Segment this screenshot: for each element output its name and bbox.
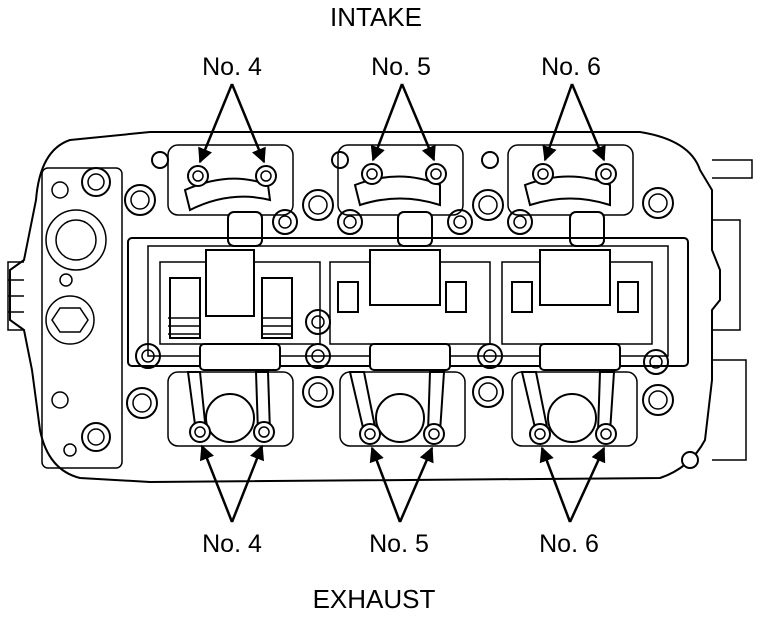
arrow-exhaust-no5-b (398, 446, 434, 523)
arrow-exhaust-no5-a (369, 446, 402, 523)
exhaust-label: EXHAUST (313, 584, 436, 614)
intake-no5-label: No. 5 (371, 53, 431, 81)
exhaust-no6-label: No. 6 (539, 530, 599, 558)
arrow-intake-no5-a (370, 83, 404, 162)
arrow-exhaust-no4-a (199, 444, 234, 523)
arrow-intake-no5-b (400, 83, 436, 162)
exhaust-valve-adjusters (189, 421, 617, 445)
arrow-exhaust-no6-a (539, 446, 572, 523)
intake-label: INTAKE (330, 2, 422, 32)
intake-pointer-arrows (198, 83, 606, 164)
arrow-intake-no4-a (198, 83, 234, 164)
arrow-intake-no6-b (570, 83, 606, 162)
intake-valve-adjusters (187, 163, 617, 187)
intake-no4-label: No. 4 (202, 53, 262, 81)
exhaust-pointer-arrows (199, 444, 606, 523)
exhaust-no5-label: No. 5 (369, 530, 429, 558)
arrow-exhaust-no4-b (230, 444, 265, 523)
intake-no6-label: No. 6 (541, 53, 601, 81)
arrow-intake-no6-a (542, 83, 574, 162)
exhaust-no4-label: No. 4 (202, 530, 262, 558)
intake-rocker-arms (167, 144, 634, 247)
arrow-intake-no4-b (230, 83, 266, 164)
exhaust-rocker-arms (167, 343, 638, 447)
camshaft-area (127, 237, 689, 367)
arrow-exhaust-no6-b (568, 446, 606, 523)
cylinder-head-outline (7, 131, 753, 484)
left-end-features (41, 167, 123, 469)
